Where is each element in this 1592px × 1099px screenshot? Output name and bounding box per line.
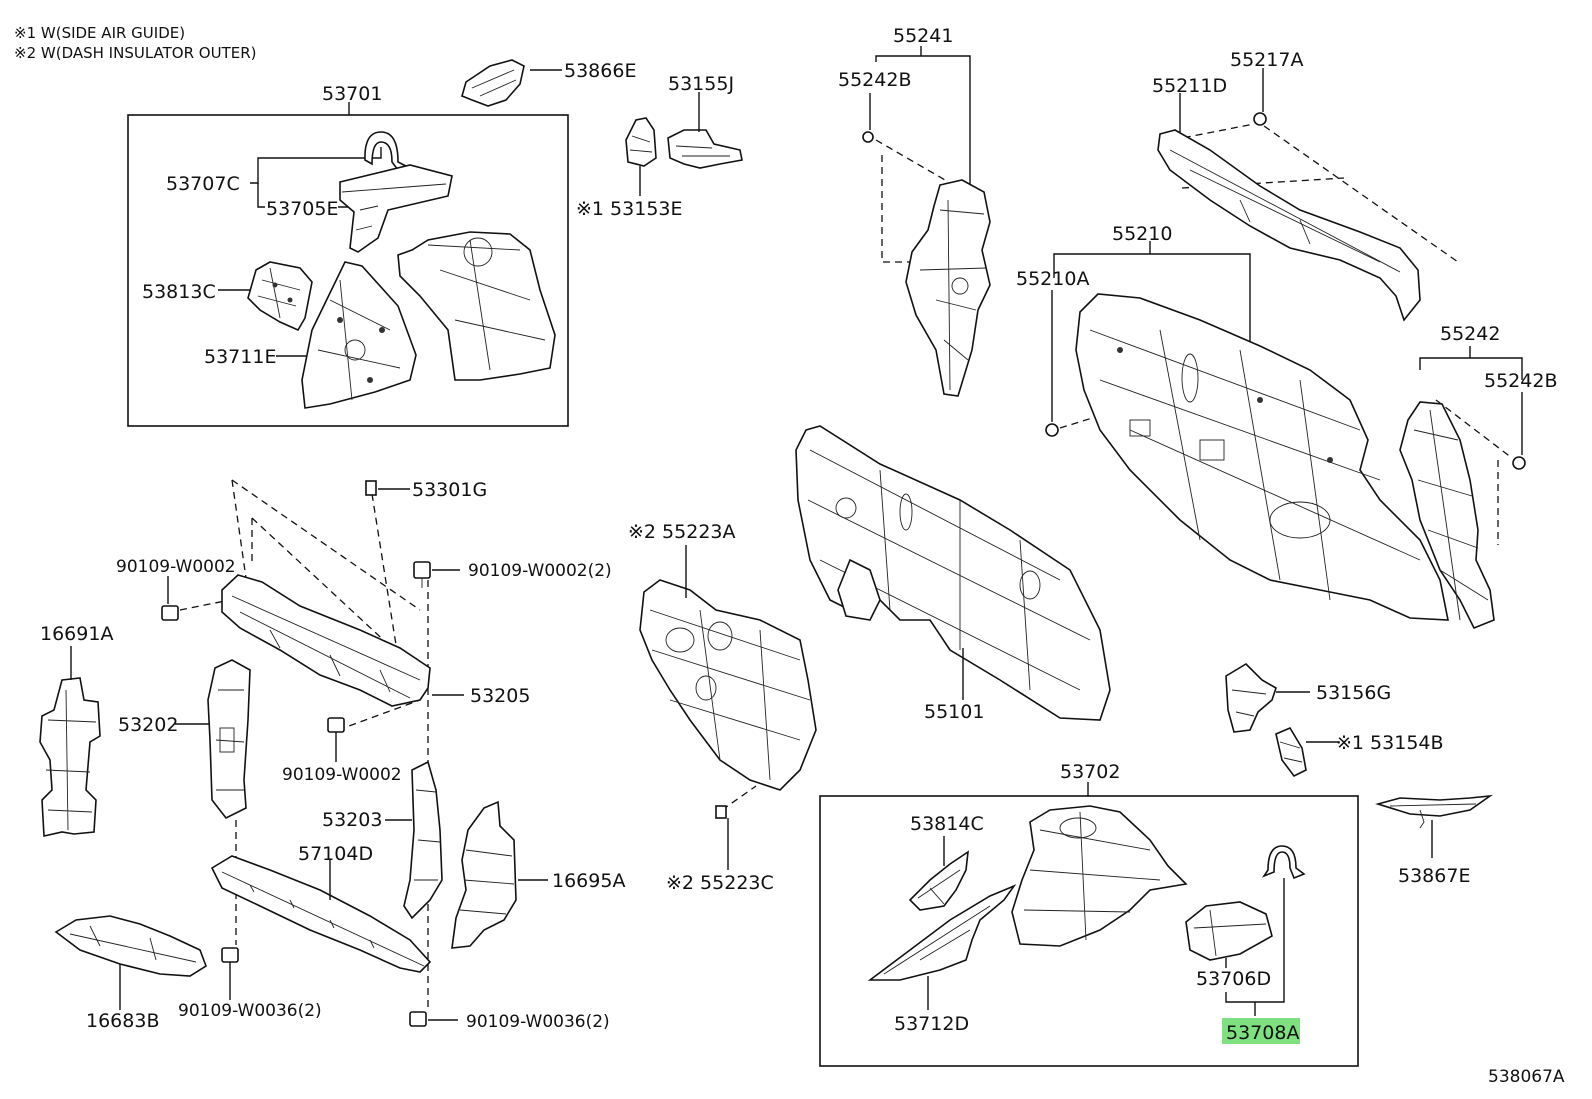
label-53205[interactable]: 53205 [470, 685, 530, 707]
part-53155J[interactable] [667, 129, 743, 169]
group-box-53701 [127, 114, 569, 427]
label-53701[interactable]: 53701 [322, 83, 382, 105]
label-53154B[interactable]: ※1 53154B [1336, 732, 1444, 754]
part-wheel-housing-rear[interactable] [1011, 805, 1188, 947]
note-side-air-guide: ※1 W(SIDE AIR GUIDE) [14, 24, 185, 42]
note-dash-insulator-outer: ※2 W(DASH INSULATOR OUTER) [14, 44, 256, 62]
part-55101[interactable] [795, 425, 1111, 721]
part-53205[interactable] [221, 574, 431, 707]
label-55242B-top[interactable]: 55242B [838, 69, 911, 91]
label-53706D[interactable]: 53706D [1196, 968, 1271, 990]
label-55217A[interactable]: 55217A [1230, 49, 1303, 71]
bolt-90109-W0002-a[interactable] [161, 605, 179, 621]
part-55241[interactable] [905, 179, 991, 397]
label-53203[interactable]: 53203 [322, 809, 382, 831]
label-55241[interactable]: 55241 [893, 25, 953, 47]
part-55223A[interactable] [639, 579, 817, 791]
label-90109-W0036-a[interactable]: 90109-W0036(2) [178, 1001, 322, 1021]
label-53867E[interactable]: 53867E [1398, 865, 1470, 887]
label-90109-W0036-b[interactable]: 90109-W0036(2) [466, 1012, 610, 1032]
part-53708A[interactable] [1261, 845, 1306, 880]
part-53867E[interactable] [1375, 794, 1493, 829]
label-53156G[interactable]: 53156G [1316, 682, 1391, 704]
part-16683B[interactable] [54, 915, 207, 977]
label-90109-W0002-2[interactable]: 90109-W0002(2) [468, 561, 612, 581]
group-box-53702 [819, 795, 1359, 1067]
part-55210[interactable] [1075, 293, 1449, 621]
part-53202[interactable] [207, 659, 251, 820]
bolt-90109-W0002-2[interactable] [413, 561, 431, 588]
part-wheel-housing-front[interactable] [397, 231, 556, 381]
label-90109-W0002-a[interactable]: 90109-W0002 [116, 557, 236, 577]
label-53814C[interactable]: 53814C [910, 813, 984, 835]
label-53708A[interactable]: 53708A [1226, 1022, 1299, 1044]
bolt-90109-W0036-b[interactable] [409, 1011, 427, 1027]
part-53301G[interactable] [365, 480, 377, 496]
label-55223A[interactable]: ※2 55223A [628, 521, 736, 543]
highlight-53708A [1222, 1018, 1300, 1044]
label-53712D[interactable]: 53712D [894, 1013, 969, 1035]
label-55101[interactable]: 55101 [924, 701, 984, 723]
bolt-90109-W0036-a[interactable] [221, 947, 239, 963]
part-55242[interactable] [1399, 401, 1495, 630]
label-53707C[interactable]: 53707C [166, 173, 240, 195]
part-16695A[interactable] [451, 800, 517, 949]
part-57104D[interactable] [210, 855, 432, 973]
label-55210[interactable]: 55210 [1112, 223, 1172, 245]
label-16695A[interactable]: 16695A [552, 870, 625, 892]
label-53153E[interactable]: ※1 53153E [576, 198, 683, 220]
part-55223C[interactable] [715, 805, 727, 819]
label-53202[interactable]: 53202 [118, 714, 178, 736]
label-16683B[interactable]: 16683B [86, 1010, 159, 1032]
label-16691A[interactable]: 16691A [40, 623, 113, 645]
part-53154B[interactable] [1275, 726, 1307, 778]
label-53813C[interactable]: 53813C [142, 281, 216, 303]
part-53707C[interactable] [364, 131, 408, 172]
label-53711E[interactable]: 53711E [204, 346, 276, 368]
label-55242[interactable]: 55242 [1440, 323, 1500, 345]
label-53301G[interactable]: 53301G [412, 479, 487, 501]
part-53705E[interactable] [339, 164, 453, 253]
diagram-reference-code: 538067A [1488, 1067, 1565, 1087]
label-55242B-right[interactable]: 55242B [1484, 370, 1557, 392]
label-55210A[interactable]: 55210A [1016, 268, 1089, 290]
bolt-90109-W0002-b[interactable] [327, 717, 345, 733]
part-53203[interactable] [403, 760, 443, 920]
label-53702[interactable]: 53702 [1060, 761, 1120, 783]
label-57104D[interactable]: 57104D [298, 843, 373, 865]
part-53711E[interactable] [301, 261, 417, 409]
part-53156G[interactable] [1225, 662, 1277, 733]
part-53153E[interactable] [625, 117, 657, 167]
label-53705E[interactable]: 53705E [266, 198, 338, 220]
part-16691A[interactable] [39, 677, 101, 837]
part-53866E[interactable] [461, 59, 525, 107]
label-53155J[interactable]: 53155J [668, 73, 734, 95]
label-90109-W0002-b[interactable]: 90109-W0002 [282, 765, 402, 785]
part-53706D[interactable] [1185, 901, 1273, 961]
label-55223C[interactable]: ※2 55223C [666, 872, 774, 894]
part-53814C[interactable] [908, 850, 969, 911]
part-53813C[interactable] [247, 261, 313, 332]
label-55211D[interactable]: 55211D [1152, 75, 1227, 97]
part-55211D[interactable] [1157, 129, 1421, 322]
part-53712D[interactable] [867, 884, 1017, 981]
label-53866E[interactable]: 53866E [564, 60, 636, 82]
